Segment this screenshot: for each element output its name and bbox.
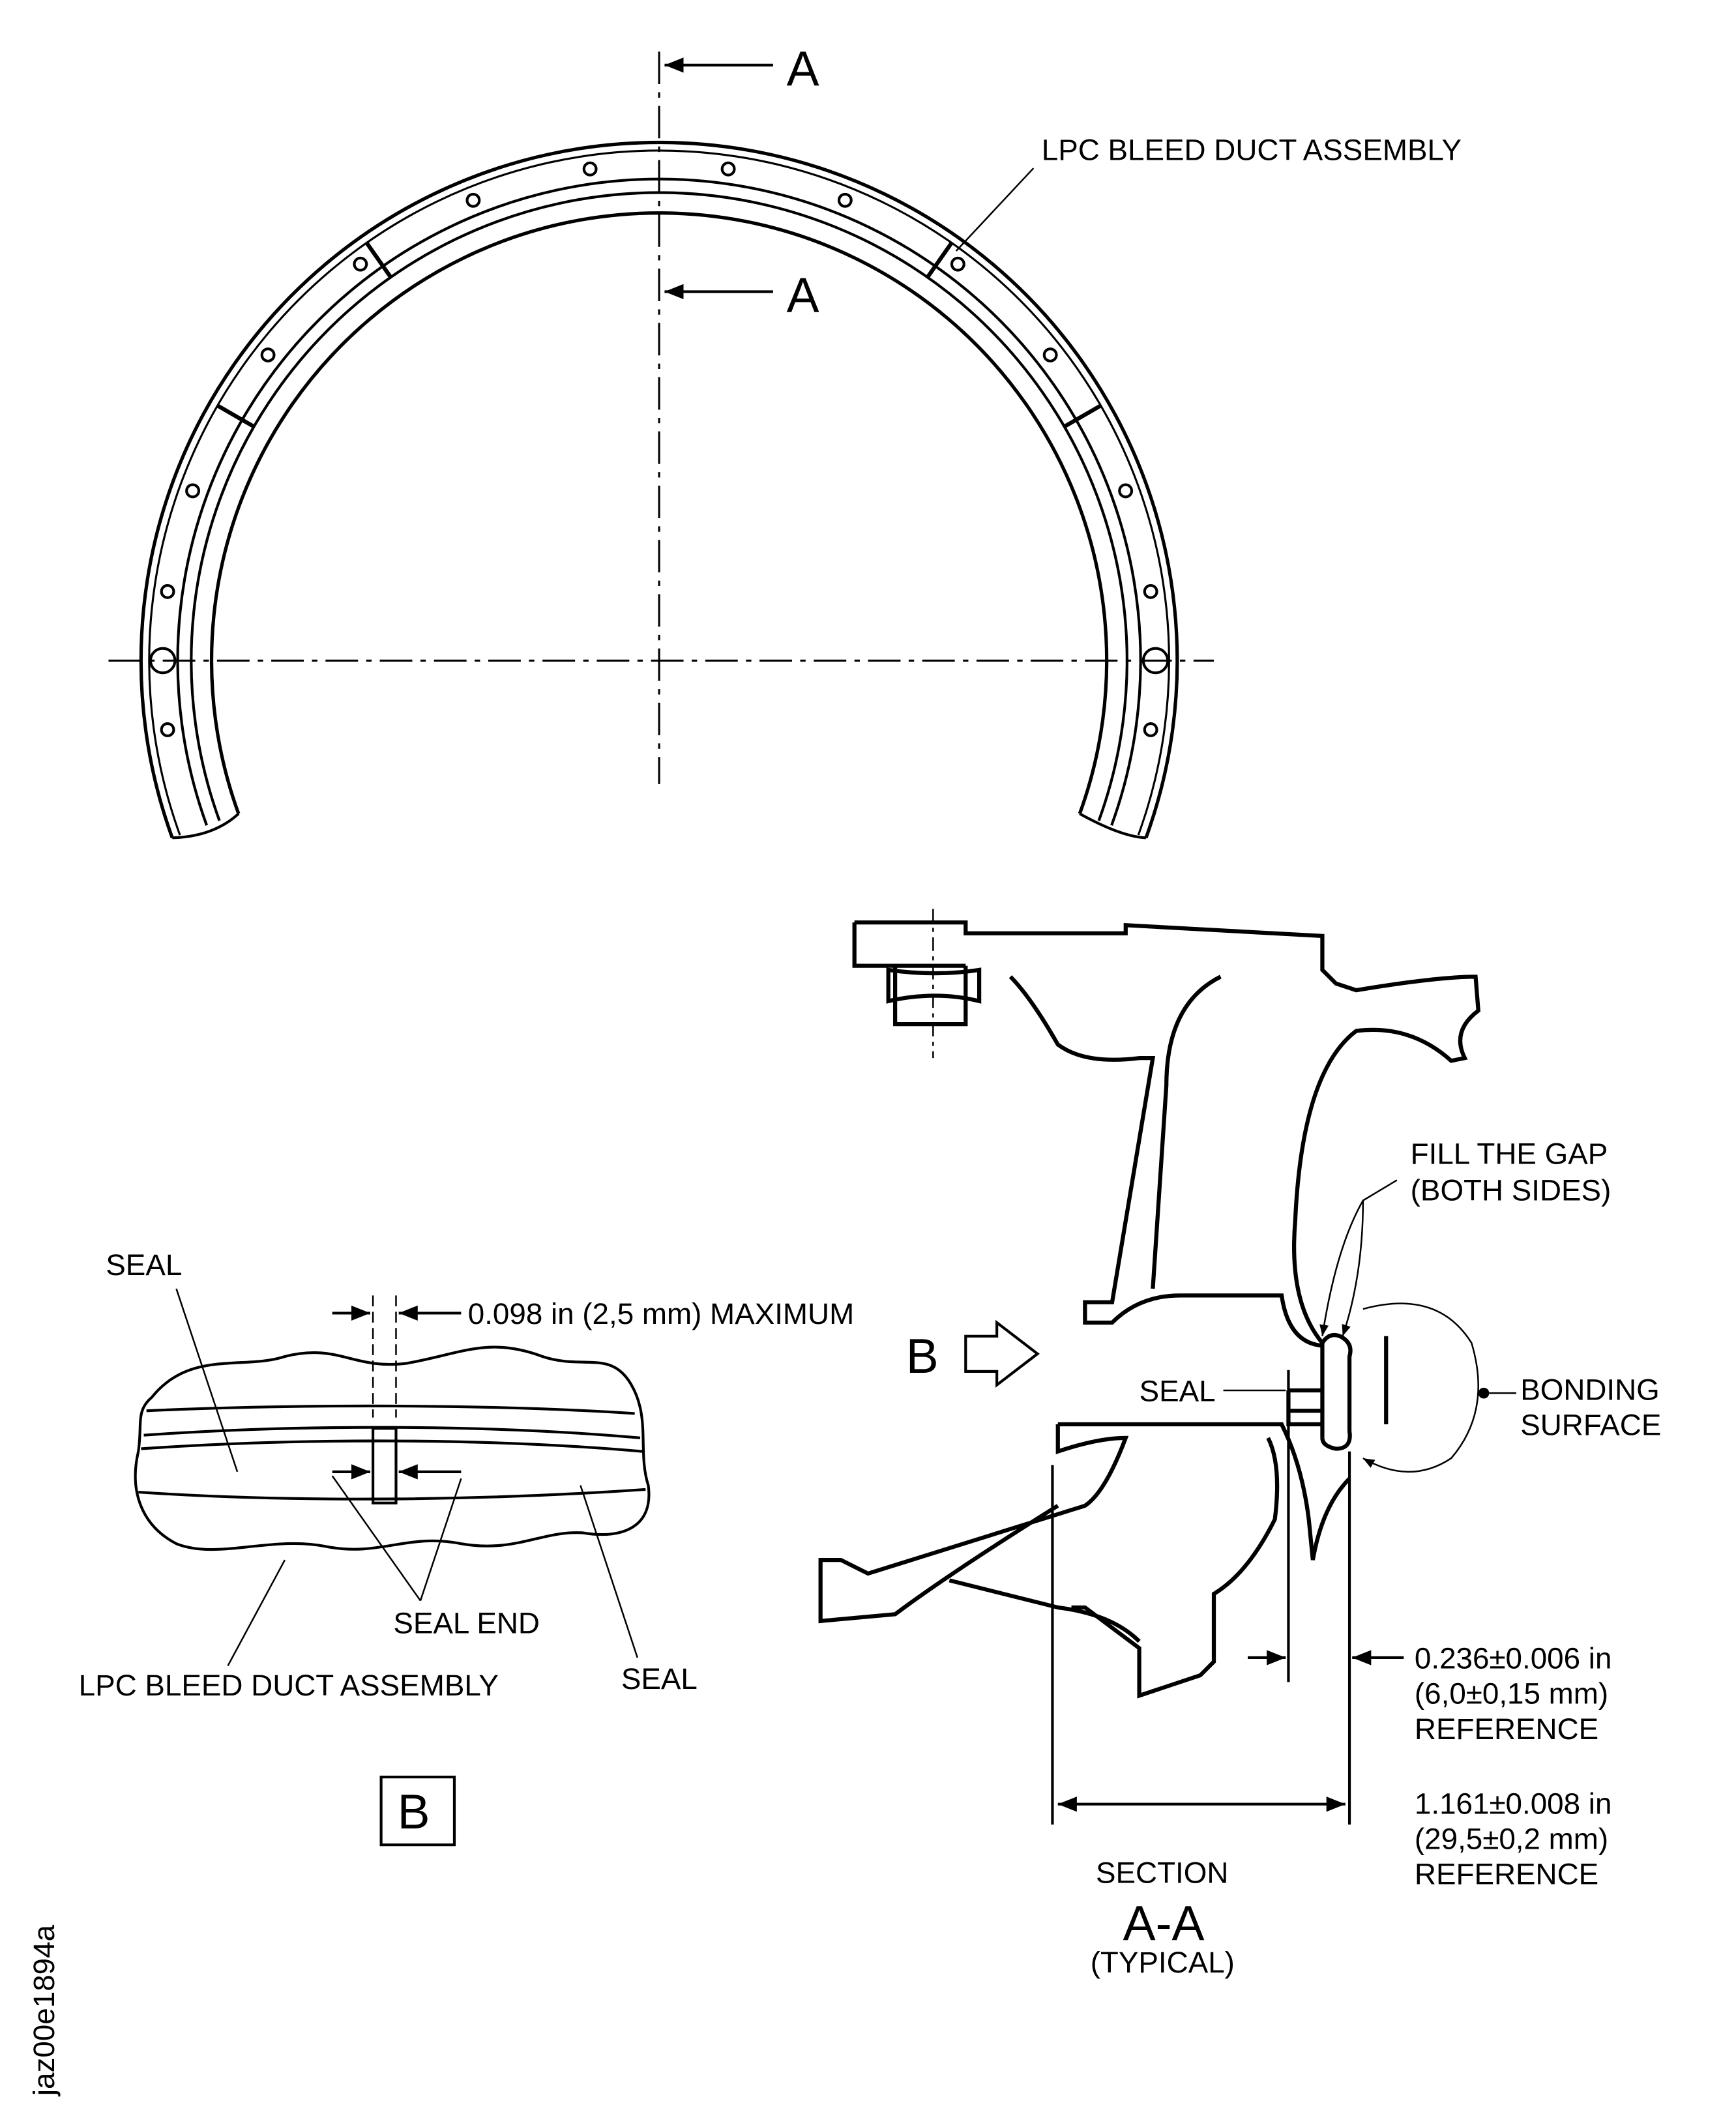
fill-gap-label-line2: (BOTH SIDES): [1411, 1174, 1611, 1207]
ring-bolt-hole: [1143, 722, 1158, 737]
dimension-2-mm: (29,5±0,2 mm): [1415, 1822, 1608, 1855]
view-b-arrow-label: B: [906, 1328, 939, 1383]
assembly-label-top: LPC BLEED DUCT ASSEMBLY: [1042, 134, 1462, 167]
dimension-1-reference: REFERENCE: [1415, 1712, 1598, 1746]
ring-bolt-hole: [1042, 347, 1058, 362]
ring-arc: [190, 191, 1128, 821]
section-seal-label: SEAL: [1140, 1375, 1216, 1408]
ring-end: [172, 812, 240, 840]
section-title-line3: (TYPICAL): [1091, 1946, 1235, 1979]
ring-bolt-hole: [1143, 583, 1158, 599]
ring-bolt-hole: [353, 256, 368, 272]
ring-bolt-hole: [950, 256, 965, 272]
section-title-line2: A-A: [1123, 1896, 1205, 1950]
ring-rib: [216, 403, 256, 429]
detail-b-id: B: [398, 1784, 430, 1839]
bonding-surface-line2: SURFACE: [1520, 1409, 1661, 1442]
section-letter-a-bottom: A: [787, 268, 819, 323]
detail-b-drawing: [134, 1288, 651, 1667]
detail-b-id-box: [379, 1776, 456, 1847]
ring-bolt-hole: [1118, 483, 1134, 499]
detail-b-seal-label-top: SEAL: [106, 1248, 182, 1282]
detail-b-gap-dimension: 0.098 in (2,5 mm) MAXIMUM: [468, 1297, 854, 1330]
ring-bolt-hole: [837, 192, 853, 208]
assembly-leader-line: [955, 168, 1035, 252]
section-letter-a-top: A: [787, 41, 819, 96]
ring-arc: [139, 140, 1179, 839]
fill-gap-label-line1: FILL THE GAP: [1411, 1137, 1608, 1170]
dimension-2-inches: 1.161±0.008 in: [1415, 1787, 1611, 1820]
ring-bolt-hole: [160, 722, 175, 737]
detail-b-seal-label-bottom: SEAL: [621, 1662, 698, 1695]
ring-bolt-hole: [260, 347, 276, 362]
ring-rib: [926, 241, 954, 279]
ring-rib: [1063, 403, 1102, 429]
section-aa-drawing: [818, 909, 1516, 1825]
detail-b-assembly-label: LPC BLEED DUCT ASSEMBLY: [79, 1669, 499, 1702]
ring-bolt-hole: [465, 192, 481, 208]
bonding-surface-line1: BONDING: [1520, 1373, 1660, 1407]
ring-end: [1079, 812, 1147, 840]
ring-top-view: [139, 140, 1179, 840]
ring-rib: [364, 241, 392, 279]
section-cut-marker-bottom: A: [664, 268, 819, 323]
ring-bolt-hole: [160, 583, 175, 599]
detail-b-seal-end-label: SEAL END: [393, 1607, 540, 1640]
dimension-1-inches: 0.236±0.006 in: [1415, 1642, 1611, 1675]
section-title-line1: SECTION: [1096, 1856, 1228, 1889]
ring-bolt-hole: [582, 161, 598, 177]
ring-arc: [209, 211, 1109, 815]
ring-bolt-hole: [185, 483, 201, 499]
section-cut-marker-top: A: [664, 41, 819, 96]
dimension-2-reference: REFERENCE: [1415, 1857, 1598, 1890]
ring-bolt-hole: [720, 161, 736, 177]
dimension-1-mm: (6,0±0,15 mm): [1415, 1677, 1608, 1710]
figure-id: jaz00e1894a: [27, 1924, 61, 2097]
